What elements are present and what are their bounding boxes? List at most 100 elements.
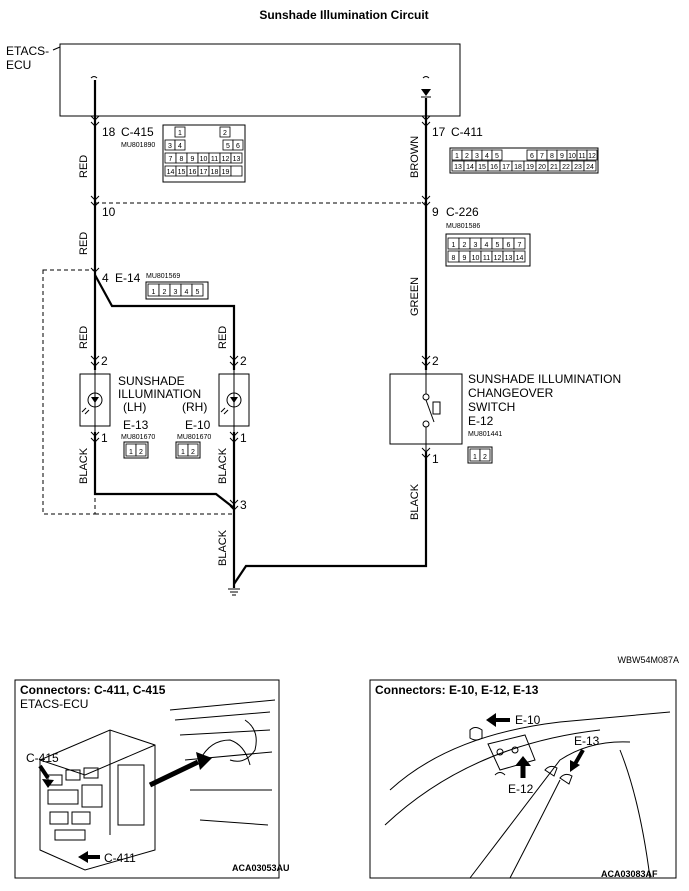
c226-pin-number: 10	[472, 255, 480, 262]
c226-pin-number: 7	[518, 242, 522, 249]
c226-pin-left: 10	[102, 205, 116, 219]
c411-name: C-411	[451, 125, 483, 139]
e10-pin-number: 1	[181, 449, 185, 456]
c415-cell	[174, 126, 186, 138]
lh-pin-2: 2	[101, 354, 108, 368]
wire-label-red-3: RED	[78, 326, 90, 349]
ground-icon	[228, 588, 240, 596]
c411-pin-number: 17	[502, 164, 510, 171]
wire-label-black-1: BLACK	[78, 447, 90, 484]
ecu-leader-line	[52, 46, 61, 51]
ecu-label-line1: ETACS-	[6, 44, 49, 58]
connector-outline	[445, 233, 531, 267]
c415-part: MU801890	[121, 142, 155, 149]
c415-pin-number: 15	[178, 169, 186, 176]
c415-pin-number: 7	[169, 156, 173, 163]
ecu-box	[59, 43, 461, 117]
c226-pin-number: 4	[485, 242, 489, 249]
c415-pin-number: 14	[167, 169, 175, 176]
switch-line2: CHANGEOVER	[468, 386, 554, 400]
c411-pin-number: 9	[560, 153, 564, 160]
c411-pin-number: 10	[568, 153, 576, 160]
label-c415: C-415	[26, 751, 59, 765]
e10-part: MU801670	[177, 434, 211, 441]
c411-pin-number: 3	[475, 153, 479, 160]
c415-pin-number: 16	[189, 169, 197, 176]
panel-right-code: ACA03083AF	[601, 869, 658, 879]
diagram-code: WBW54M087A	[617, 655, 679, 665]
switch-name: E-12	[468, 414, 494, 428]
e14-cell	[191, 283, 204, 297]
switch-line3: SWITCH	[468, 400, 515, 414]
c226-part: MU801586	[446, 223, 480, 230]
lamp-rh-icon	[226, 392, 242, 408]
c226-pin-number: 6	[507, 242, 511, 249]
e14-pin-number: 1	[152, 289, 156, 296]
c411-pin-number: 8	[550, 153, 554, 160]
label-e10: E-10	[515, 713, 541, 727]
wire-label-green: GREEN	[409, 277, 421, 316]
wire-label-red-1: RED	[78, 155, 90, 178]
c411-pin-number: 15	[478, 164, 486, 171]
c411-pin-number: 2	[465, 153, 469, 160]
c415-pin-number: 19	[222, 169, 230, 176]
rh-pin-2: 2	[240, 354, 247, 368]
e14-dashed-box-left	[42, 269, 96, 515]
wire-label-red-4: RED	[217, 326, 229, 349]
rh-pin-1: 1	[240, 431, 247, 445]
connector-outline	[175, 441, 201, 459]
c415-pin-number: 1	[178, 130, 182, 137]
c226-name: C-226	[446, 205, 479, 219]
c415-pin-number: 6	[236, 143, 240, 150]
c226-pin-number: 8	[452, 255, 456, 262]
c411-cell	[583, 160, 597, 172]
switch-pin-1: 1	[432, 452, 439, 466]
c411-pin-number: 14	[466, 164, 474, 171]
c415-cell	[230, 152, 243, 164]
e14-pin-number: 2	[163, 289, 167, 296]
arrow-e13-icon	[573, 749, 585, 765]
e14-pin-number: 5	[196, 289, 200, 296]
switch-pin-2: 2	[432, 354, 439, 368]
label-e13: E-13	[574, 734, 600, 748]
c226-pin-number: 5	[496, 242, 500, 249]
wire-black-lh	[93, 432, 235, 509]
wire-label-black-2: BLACK	[217, 447, 229, 484]
c411-cell	[586, 149, 598, 161]
switch-line1: SUNSHADE ILLUMINATION	[468, 372, 621, 386]
c226-cell	[513, 237, 526, 250]
ecu-terminal-left	[90, 76, 98, 79]
panel-left-title: Connectors: C-411, C-415	[20, 683, 166, 697]
label-e12: E-12	[508, 782, 534, 796]
c411-pin-number: 18	[514, 164, 522, 171]
arrow-c415-icon	[38, 764, 50, 780]
wire-label-brown: BROWN	[409, 136, 421, 178]
c415-pin-number: 4	[178, 143, 182, 150]
e12-pin-number: 2	[483, 454, 487, 461]
e13-pin-number: 2	[139, 449, 143, 456]
wire-label-black-4: BLACK	[217, 529, 229, 566]
c226-pin-number: 13	[505, 255, 513, 262]
panel-left	[14, 679, 280, 879]
illum-line2: ILLUMINATION	[118, 387, 201, 401]
panel-right-title: Connectors: E-10, E-12, E-13	[375, 683, 539, 697]
c415-pin-number: 9	[191, 156, 195, 163]
c411-pin-number: 23	[574, 164, 582, 171]
c415-pin-number: 2	[223, 130, 227, 137]
e14-part: MU801569	[146, 273, 180, 280]
e14-name: E-14	[115, 271, 141, 285]
e14-pin: 4	[102, 271, 109, 285]
switch-contact-icon	[425, 399, 435, 423]
e13-pin-number: 1	[129, 449, 133, 456]
wire-label-black-3: BLACK	[409, 483, 421, 520]
ecu-label-line2: ECU	[6, 58, 31, 72]
c226-pin-number: 1	[452, 242, 456, 249]
c415-cell	[232, 139, 244, 151]
e13-part: MU801670	[121, 434, 155, 441]
c415-pin-number: 13	[233, 156, 241, 163]
c226-pin-number: 14	[516, 255, 524, 262]
c411-pin-number: 12	[588, 153, 596, 160]
e14-pin-number: 3	[174, 289, 178, 296]
